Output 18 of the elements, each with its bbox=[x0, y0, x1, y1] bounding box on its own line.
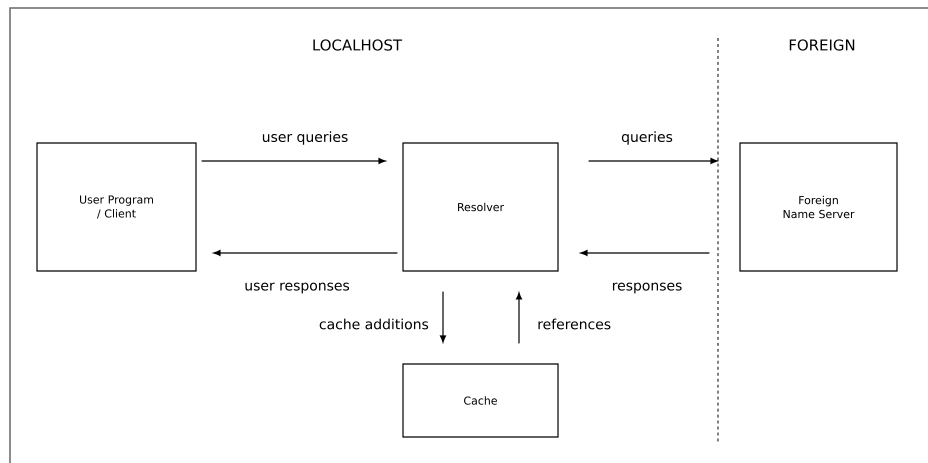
process-box: Cache bbox=[402, 363, 559, 438]
edge-label: cache additions bbox=[318, 318, 430, 330]
edge-label: user queries bbox=[260, 130, 350, 146]
edge-label: references bbox=[536, 318, 612, 330]
process-box: User Program / Client bbox=[36, 142, 197, 272]
process-box: Foreign Name Server bbox=[739, 142, 898, 272]
section-heading: LOCALHOST bbox=[313, 39, 402, 51]
edge-label: queries bbox=[620, 130, 674, 146]
arrow bbox=[202, 158, 386, 164]
arrow bbox=[213, 250, 398, 256]
edge-label: user responses bbox=[243, 282, 351, 294]
process-box: Resolver bbox=[402, 142, 559, 272]
edge-label: responses bbox=[610, 282, 684, 294]
arrow bbox=[580, 250, 710, 256]
section-heading: FOREIGN bbox=[790, 39, 854, 51]
arrow bbox=[588, 158, 718, 164]
arrow bbox=[516, 292, 522, 344]
arrow bbox=[440, 292, 446, 343]
